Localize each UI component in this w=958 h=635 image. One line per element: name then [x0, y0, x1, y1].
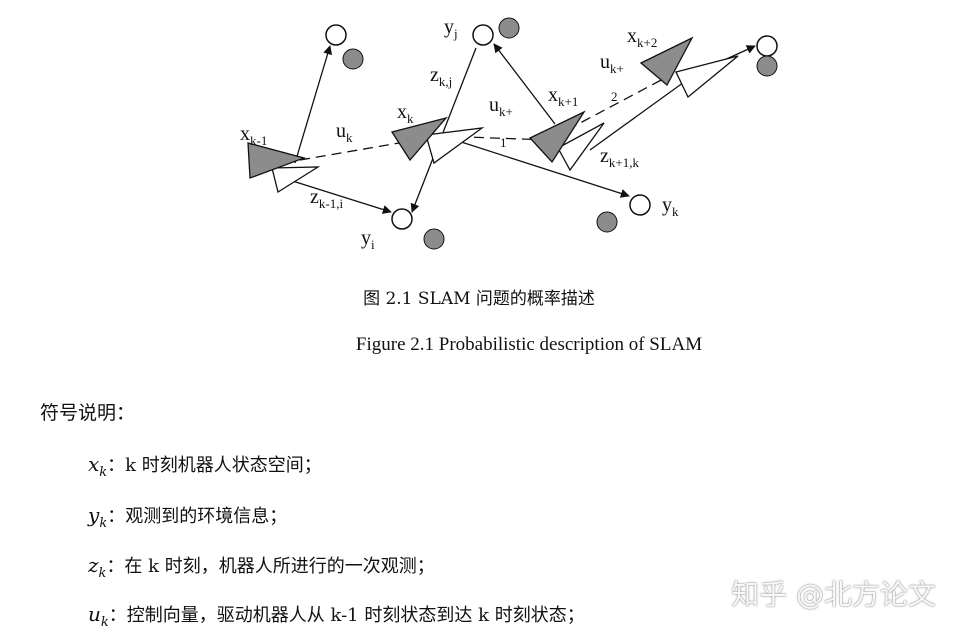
legend-item-z: zk：在 k 时刻，机器人所进行的一次观测；: [88, 552, 435, 581]
landmark-yi: [391, 208, 413, 230]
landmark-top-right: [756, 35, 778, 57]
robot-estimated-pose: [528, 110, 586, 164]
label-x-k: xk: [397, 101, 414, 126]
motion-line: [589, 71, 699, 151]
symbol: yk: [88, 503, 108, 531]
label-z-kj: zk,j: [430, 64, 452, 89]
slam-diagram: xk-1 uk xk zk,j yj uk+ 1 xk+1 xk+2 uk+ 2…: [240, 16, 778, 252]
observation-arrow: [410, 47, 477, 213]
symbol: xk: [88, 452, 108, 480]
label-y-k: yk: [662, 194, 679, 219]
landmark-estimate: [423, 228, 445, 250]
label-u-k2-tail: 2: [611, 89, 618, 104]
robot-estimated-pose: [247, 142, 307, 179]
robot-true-pose: [425, 127, 485, 165]
label-u-k2: uk+: [600, 51, 624, 76]
legend-text: ：在 k 时刻，机器人所进行的一次观测；: [106, 556, 435, 577]
legend-text: ：观测到的环境信息；: [107, 506, 288, 527]
figure-caption-en: Figure 2.1 Probabilistic description of …: [355, 334, 703, 355]
robot-estimated-pose: [390, 116, 448, 162]
legend-item-x: xk：k 时刻机器人状态空间；: [88, 451, 322, 480]
robot-estimated-pose: [639, 36, 694, 87]
label-x-k+1: xk+1: [548, 84, 578, 109]
legend-item-y: yk：观测到的环境信息；: [88, 502, 287, 531]
legend-title: 符号说明：: [40, 402, 136, 424]
symbol: zk: [88, 553, 107, 581]
landmark-yj: [472, 24, 494, 46]
landmark-estimate: [596, 211, 618, 233]
label-z-k+1k: zk+1,k: [600, 145, 639, 170]
landmark-estimate: [498, 17, 520, 39]
figure-caption-cn: 图 2.1 SLAM 问题的概率描述: [363, 289, 595, 309]
label-u-k: uk: [336, 120, 353, 145]
symbol: uk: [88, 602, 109, 630]
landmark-estimate: [756, 55, 778, 77]
observation-arrow: [454, 139, 630, 198]
observation-arrow: [282, 177, 392, 214]
landmark-top-left: [325, 24, 347, 46]
label-u-k1-tail: 1: [500, 135, 507, 150]
legend-text: ：控制向量，驱动机器人从 k-1 时刻状态到达 k 时刻状态；: [108, 605, 585, 626]
landmark-yk: [629, 194, 651, 216]
label-u-k1: uk+: [489, 94, 513, 119]
observation-arrow: [493, 43, 556, 125]
legend-text: ：k 时刻机器人状态空间；: [107, 455, 322, 476]
robot-true-pose: [271, 166, 321, 194]
label-y-i: yi: [361, 227, 375, 252]
landmark-estimate: [342, 48, 364, 70]
observation-arrow: [294, 45, 333, 164]
robot-true-pose: [557, 122, 605, 172]
label-x-k-1: xk-1: [240, 123, 267, 148]
watermark: 知乎 @北方论文: [731, 578, 936, 611]
motion-path: [299, 77, 666, 161]
legend-item-u: uk：控制向量，驱动机器人从 k-1 时刻状态到达 k 时刻状态；: [88, 601, 585, 630]
label-z-k-1i: zk-1,i: [310, 186, 343, 211]
label-x-k+2: xk+2: [627, 25, 657, 50]
robot-true-pose: [675, 55, 739, 99]
label-y-j: yj: [444, 16, 458, 41]
